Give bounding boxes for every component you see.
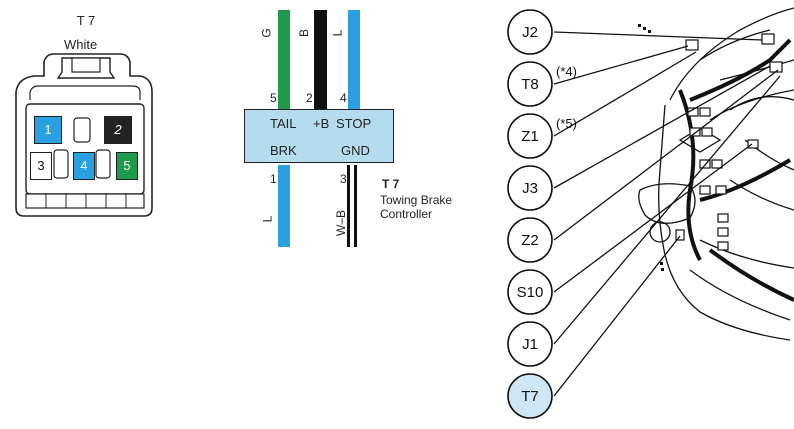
connector-id: T 7 bbox=[76, 13, 96, 28]
towing-brake-controller-box bbox=[244, 109, 394, 163]
leader-s10 bbox=[553, 143, 753, 293]
leader-j3 bbox=[553, 65, 771, 189]
component-name-line2: Controller bbox=[380, 207, 433, 221]
locator-j1: J1 bbox=[507, 321, 553, 367]
box-label-tail: TAIL bbox=[270, 116, 297, 131]
locator-t7: T7 bbox=[507, 373, 553, 419]
locator-j2: J2 bbox=[507, 9, 553, 55]
pin-number-3: 3 bbox=[340, 172, 347, 186]
wire-wb-a bbox=[347, 165, 350, 247]
box-label-gnd: GND bbox=[341, 143, 370, 158]
leader-j1 bbox=[553, 75, 781, 345]
leader-t8 bbox=[553, 45, 689, 85]
locator-label: T7 bbox=[521, 388, 539, 405]
pin-number-4: 4 bbox=[340, 91, 347, 105]
pin-number-5: 5 bbox=[270, 91, 277, 105]
wire-g bbox=[278, 10, 290, 110]
component-name-line1: Towing Brake bbox=[380, 193, 453, 207]
locator-label: J3 bbox=[522, 180, 538, 197]
box-label-plusb: +B bbox=[313, 116, 330, 131]
leader-z2 bbox=[553, 69, 779, 241]
locator-s10: S10 bbox=[507, 269, 553, 315]
locator-label: S10 bbox=[517, 284, 544, 301]
locator-t8: T8 (*4) bbox=[507, 61, 577, 107]
wire-l-bottom bbox=[278, 165, 290, 247]
locator-label: J1 bbox=[522, 336, 538, 353]
locator-j3: J3 bbox=[507, 165, 553, 211]
connector-pin-2: 2 bbox=[104, 116, 132, 144]
wire-wb-b bbox=[354, 165, 357, 247]
leader-j2 bbox=[553, 31, 763, 41]
pin-number-1: 1 bbox=[270, 172, 277, 186]
locator-z1: Z1 (*5) bbox=[507, 113, 577, 159]
locator-note: (*4) bbox=[556, 64, 577, 79]
pin-number-2: 2 bbox=[306, 91, 313, 105]
locator-label: T8 bbox=[521, 76, 539, 93]
locator-label: Z1 bbox=[521, 128, 539, 145]
component-id: T 7 bbox=[382, 177, 400, 191]
wire-l-top bbox=[348, 10, 360, 110]
locator-z2: Z2 bbox=[507, 217, 553, 263]
box-label-brk: BRK bbox=[270, 143, 297, 158]
leader-t7 bbox=[553, 235, 681, 397]
locator-label: J2 bbox=[522, 24, 538, 41]
box-label-stop: STOP bbox=[336, 116, 372, 131]
leader-z1 bbox=[553, 51, 697, 137]
connector-pin-3: 3 bbox=[30, 152, 52, 180]
locator-label: Z2 bbox=[521, 232, 539, 249]
connector-pin-1: 1 bbox=[34, 116, 62, 144]
connector-color: White bbox=[64, 37, 98, 52]
connector-pin-5: 5 bbox=[116, 152, 138, 180]
wire-b bbox=[314, 10, 327, 110]
connector-pin-4: 4 bbox=[73, 152, 95, 180]
locator-note: (*5) bbox=[556, 116, 577, 131]
